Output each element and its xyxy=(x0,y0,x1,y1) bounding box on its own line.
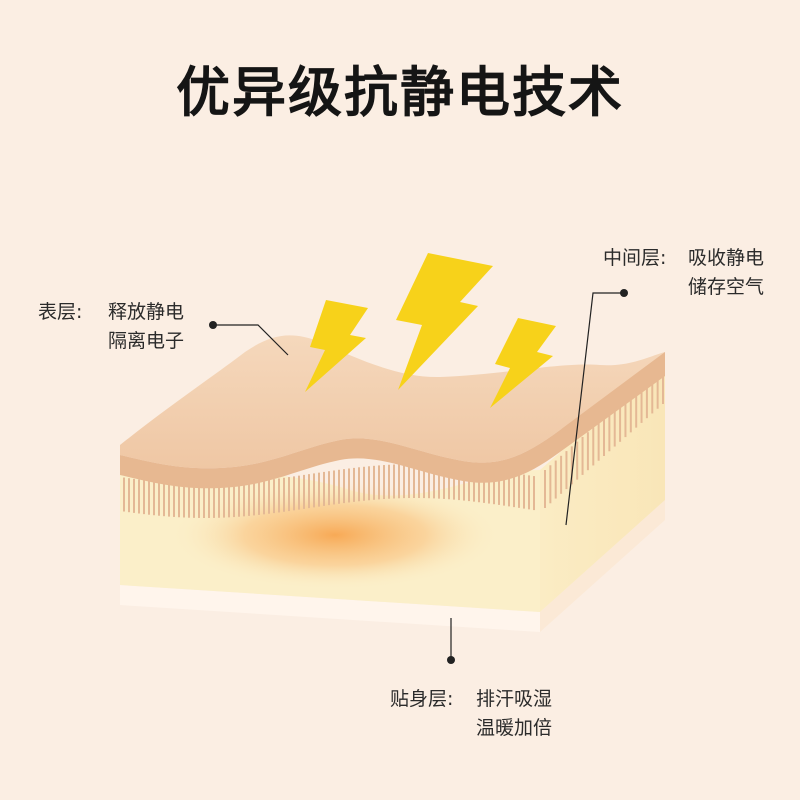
inner-layer-side xyxy=(540,500,665,632)
middle-layer-label: 中间层: 吸收静电 储存空气 xyxy=(603,244,764,302)
lightning-bolt-icon xyxy=(305,300,368,392)
middle-layer-name: 中间层: xyxy=(603,247,667,269)
surface-layer-desc-1: 释放静电 xyxy=(108,301,185,323)
surface-layer-desc-2: 隔离电子 xyxy=(108,330,185,352)
surface-layer-name: 表层: xyxy=(38,301,83,323)
middle-layer-desc-1: 吸收静电 xyxy=(688,247,765,269)
inner-layer-label: 贴身层: 排汗吸湿 温暖加倍 xyxy=(390,685,552,743)
inner-layer xyxy=(120,585,540,632)
middle-layer-side xyxy=(540,360,665,612)
middle-leader-line xyxy=(565,292,624,526)
surface-layer-label: 表层: 释放静电 隔离电子 xyxy=(38,298,184,356)
surface-layer-edge xyxy=(120,352,665,489)
lightning-bolt-icon xyxy=(396,253,493,390)
inner-layer-name: 贴身层: xyxy=(390,688,454,710)
lightning-bolt-icon xyxy=(490,318,556,408)
warm-glow xyxy=(170,480,500,590)
surface-leader-line xyxy=(213,324,289,356)
inner-layer-desc-2: 温暖加倍 xyxy=(476,717,553,739)
inner-layer-desc-1: 排汗吸湿 xyxy=(476,688,553,710)
page-title: 优异级抗静电技术 xyxy=(176,61,624,124)
middle-layer-desc-2: 储存空气 xyxy=(688,276,765,298)
surface-layer-top xyxy=(120,335,665,469)
